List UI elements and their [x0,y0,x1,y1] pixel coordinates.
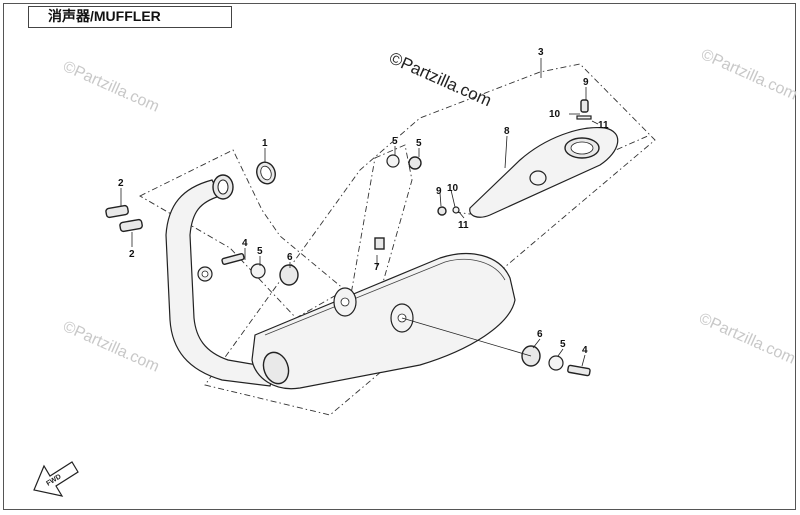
diagram-title: 消声器/MUFFLER [48,8,161,24]
fwd-arrow: FWD [33,461,79,497]
main-watermark: ©Partzilla.com [386,48,494,110]
gasket [256,161,276,185]
callout-3: 3 [538,47,544,58]
callout-1: 1 [262,138,268,149]
callout-6: 6 [537,329,543,340]
muffler-outline [204,63,656,416]
callout-9: 9 [436,186,442,197]
title-box [28,6,232,28]
callouts: 1 2 2 3 4 4 5 5 5 5 6 6 7 8 9 9 10 10 11… [118,47,609,356]
callout-8: 8 [504,126,510,137]
callout-7: 7 [374,262,380,273]
callout-10: 10 [549,109,561,120]
bracket-outline [349,144,413,301]
watermark: ©Partzilla.com [60,58,161,116]
studs [105,204,143,233]
callout-4: 4 [582,345,588,356]
hardware [221,99,592,377]
callout-6: 6 [287,252,293,263]
callout-2: 2 [129,249,135,260]
callout-11: 11 [598,120,609,131]
diagram-frame [3,3,796,510]
callout-5: 5 [416,138,422,149]
watermark: ©Partzilla.com [60,318,161,376]
callout-10: 10 [447,183,459,194]
leader-lines [120,58,599,367]
callout-4: 4 [242,238,248,249]
callout-5: 5 [257,246,263,257]
heat-shield [469,126,619,218]
callout-2: 2 [118,178,124,189]
watermark: ©Partzilla.com [696,310,797,368]
callout-5: 5 [560,339,566,350]
watermark: ©Partzilla.com [698,46,799,104]
callout-5: 5 [392,136,398,147]
callout-9: 9 [583,77,589,88]
callout-11: 11 [458,220,469,231]
exhaust-pipe [165,174,276,387]
muffler-body [251,237,516,390]
